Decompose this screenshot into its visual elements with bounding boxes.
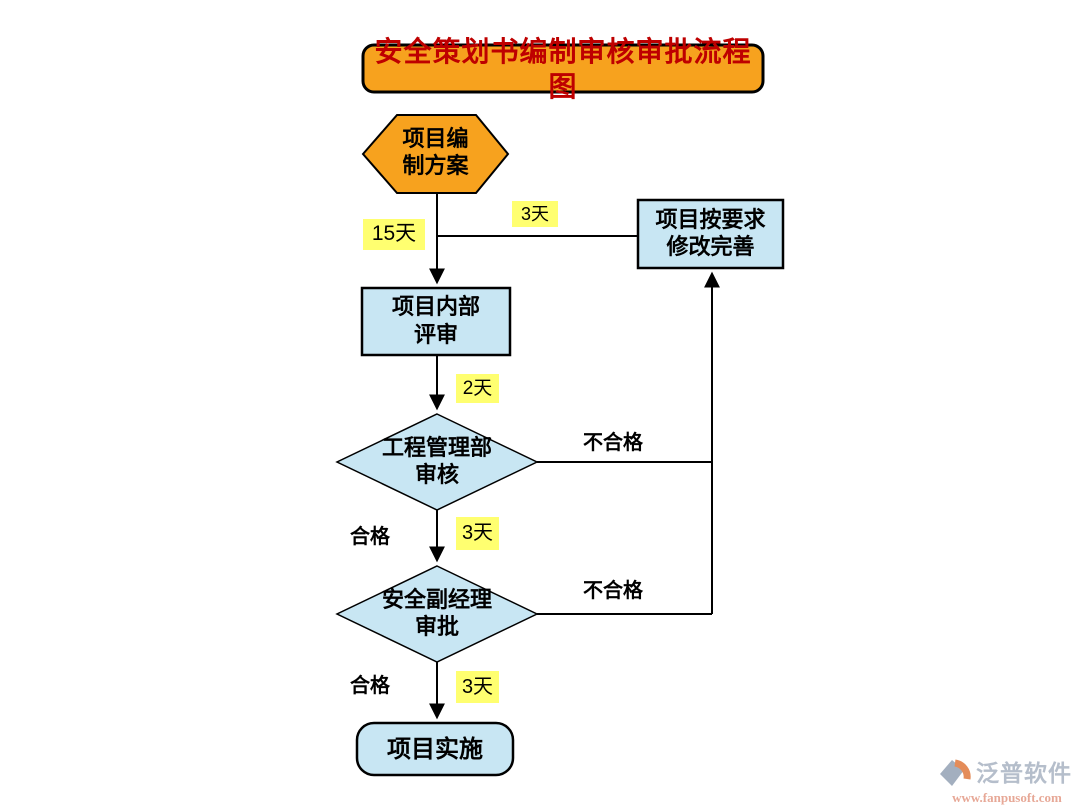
implementation-box-shape <box>355 721 515 777</box>
revise-box-line1: 项目按要求 <box>655 206 766 233</box>
watermark-brand-text: 泛普软件 <box>976 759 1072 787</box>
implementation-box-label: 项目实施 <box>387 734 483 763</box>
internal-review-box-shape <box>360 286 512 357</box>
revise-box-shape <box>636 198 785 270</box>
duration-badge-3days-mid: 3天 <box>456 517 499 550</box>
branch-label-fail-dept: 不合格 <box>583 429 643 454</box>
watermark: 泛普软件 www.fanpusoft.com <box>938 757 1076 807</box>
branch-label-pass-dept: 合格 <box>350 523 390 548</box>
dept-review-diamond-label: 工程管理部 审核 <box>337 416 537 508</box>
dept-review-line1: 工程管理部 <box>381 434 492 461</box>
fanpu-logo-icon <box>940 759 971 786</box>
deputy-manager-diamond-label: 安全副经理 审批 <box>337 568 537 660</box>
duration-badge-15days: 15天 <box>363 219 425 250</box>
deputy-manager-line1: 安全副经理 <box>381 586 492 613</box>
internal-review-line2: 评审 <box>413 321 458 348</box>
start-hexagon-shape <box>361 114 510 194</box>
watermark-brand-row: 泛普软件 <box>938 757 1076 789</box>
deputy-manager-line2: 审批 <box>414 614 459 640</box>
dept-review-diamond-shape <box>335 413 539 511</box>
internal-review-line1: 项目内部 <box>391 294 480 320</box>
start-hexagon-label: 项目编 制方案 <box>363 113 508 193</box>
internal-review-box-label: 项目内部 评审 <box>362 288 510 355</box>
watermark-url-text: www.fanpusoft.com <box>952 790 1062 805</box>
duration-badge-3days-bottom: 3天 <box>456 671 499 703</box>
start-hexagon-line2: 制方案 <box>402 153 469 179</box>
connector-lines <box>429 193 720 720</box>
revise-box-line2: 修改完善 <box>666 234 755 260</box>
title-box-shape <box>361 43 765 94</box>
dept-review-line2: 审核 <box>414 462 459 488</box>
duration-badge-2days: 2天 <box>456 374 499 403</box>
revise-box-label: 项目按要求 修改完善 <box>638 200 783 268</box>
branch-label-fail-deputy: 不合格 <box>583 577 643 602</box>
deputy-manager-diamond-shape <box>335 565 539 663</box>
branch-label-pass-deputy: 合格 <box>350 672 390 697</box>
flowchart-title: 安全策划书编制审核审批流程图 <box>374 34 752 103</box>
start-hexagon-line1: 项目编 <box>402 125 469 152</box>
duration-badge-3days-top: 3天 <box>512 201 558 227</box>
